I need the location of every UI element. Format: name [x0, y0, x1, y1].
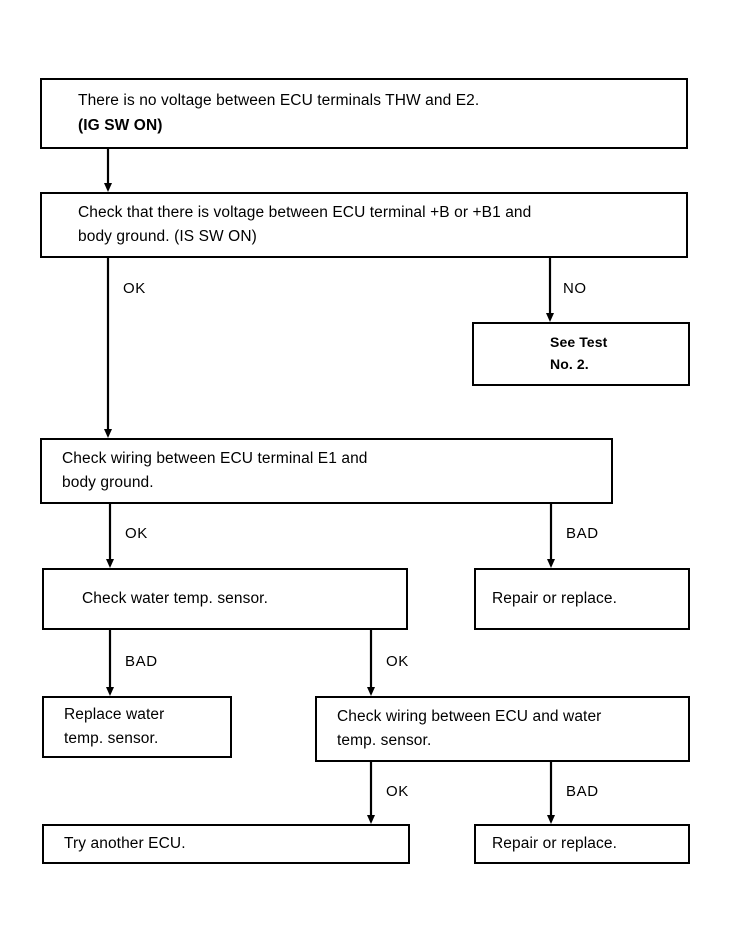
node-text-line1: Replace water	[64, 705, 165, 723]
node-text-line1: Repair or replace.	[492, 589, 617, 607]
node-text-line1: Check wiring between ECU and water	[337, 707, 602, 725]
node-text-line2: temp. sensor.	[64, 730, 159, 747]
edge-label-bad-1: BAD	[566, 525, 599, 542]
node-text-line1: See Test	[550, 334, 608, 351]
node-text-line1: There is no voltage between ECU terminal…	[78, 92, 480, 110]
node-text-line2: body ground. (IS SW ON)	[78, 228, 257, 245]
edge-label-ok-3: OK	[386, 653, 409, 670]
node-text-line2: temp. sensor.	[337, 732, 432, 749]
node-text-line2: body ground.	[62, 474, 154, 491]
node-no-voltage-thw-e2: There is no voltage between ECU terminal…	[40, 78, 688, 149]
arrowhead-c3	[546, 313, 554, 322]
node-repair-or-replace-mid: Repair or replace.	[474, 568, 690, 630]
node-text-line1: Try another ECU.	[64, 834, 186, 852]
edge-label-ok-4: OK	[386, 783, 409, 800]
arrowhead-c9	[547, 815, 555, 824]
node-replace-water-temp-sensor: Replace water temp. sensor.	[42, 696, 232, 758]
node-check-water-temp-sensor: Check water temp. sensor.	[42, 568, 408, 630]
arrowhead-c8	[367, 815, 375, 824]
node-text-line1: Check wiring between ECU terminal E1 and	[62, 449, 368, 467]
node-check-wiring-e1-ground: Check wiring between ECU terminal E1 and…	[40, 438, 613, 504]
node-try-another-ecu: Try another ECU.	[42, 824, 410, 864]
arrowhead-c4	[106, 559, 114, 568]
edge-label-ok-2: OK	[125, 525, 148, 542]
node-text-line2: (IG SW ON)	[78, 116, 163, 134]
arrowhead-c6	[106, 687, 114, 696]
arrowhead-c5	[547, 559, 555, 568]
edge-label-ok-1: OK	[123, 280, 146, 297]
arrowhead-c2	[104, 429, 112, 438]
arrowhead-c7	[367, 687, 375, 696]
edge-label-bad-2: BAD	[125, 653, 158, 670]
node-text-line1: Check that there is voltage between ECU …	[78, 203, 532, 221]
edge-label-bad-3: BAD	[566, 783, 599, 800]
node-check-voltage-b-b1: Check that there is voltage between ECU …	[40, 192, 688, 258]
node-repair-or-replace-bottom: Repair or replace.	[474, 824, 690, 864]
node-text-line1: Check water temp. sensor.	[82, 589, 268, 607]
edge-label-no-1: NO	[563, 280, 587, 297]
node-text-line1: Repair or replace.	[492, 834, 617, 852]
arrowhead-c1	[104, 183, 112, 192]
node-text-line2: No. 2.	[550, 356, 589, 372]
node-check-wiring-ecu-sensor: Check wiring between ECU and water temp. …	[315, 696, 690, 762]
